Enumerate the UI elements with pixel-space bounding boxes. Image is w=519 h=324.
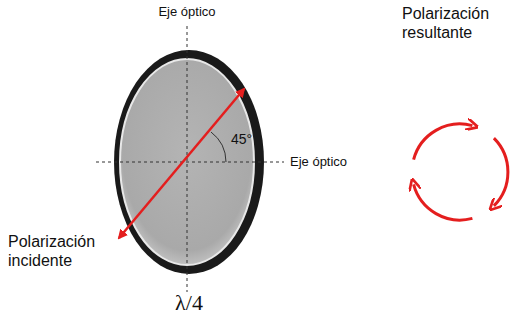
axis-label: Eje óptico bbox=[158, 4, 215, 20]
axis-label: Eje óptico bbox=[290, 154, 347, 170]
angle-arc bbox=[211, 132, 226, 162]
incident-label: Polarización incidente bbox=[8, 232, 128, 270]
polarization-arrow bbox=[119, 89, 244, 238]
angle-label: 45° bbox=[231, 131, 252, 148]
result-label: Polarización resultante bbox=[402, 4, 514, 42]
circular-polarization bbox=[414, 124, 508, 220]
plate-label: λ/4 bbox=[175, 290, 203, 316]
optic-axis-line bbox=[96, 162, 284, 163]
